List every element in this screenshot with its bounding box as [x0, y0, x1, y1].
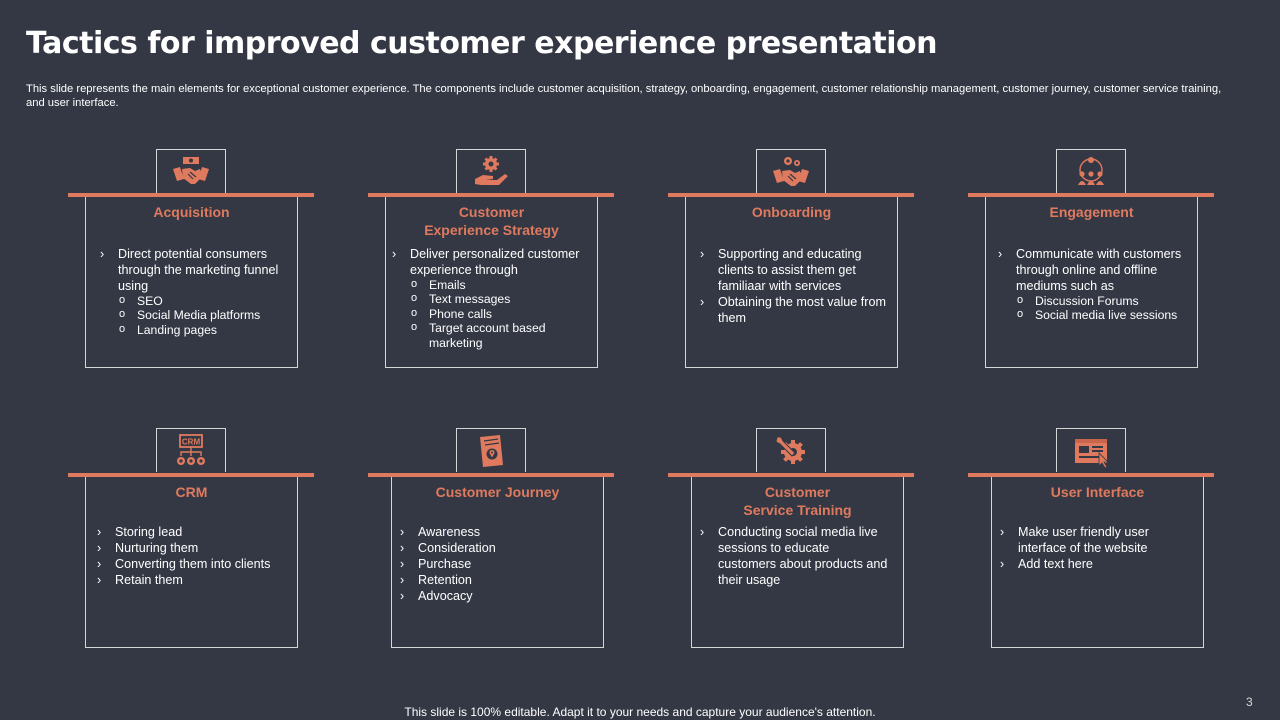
footer-note: This slide is 100% editable. Adapt it to…: [404, 705, 876, 719]
card-heading: CRM: [175, 484, 208, 500]
card-heading: User Interface: [1050, 484, 1145, 500]
sub-list: SEO Social Media platforms Landing pages: [118, 293, 288, 337]
sub-list-item: Target account based marketing: [410, 320, 595, 350]
list-item: Make user friendly user interface of the…: [998, 524, 1190, 556]
list-item: Supporting and educating clients to assi…: [698, 246, 890, 294]
sub-list-item: Social media live sessions: [1016, 307, 1196, 322]
card-panel: User Interface Make user friendly user i…: [991, 477, 1204, 648]
card-panel: Customer Service Training Conducting soc…: [691, 477, 904, 648]
sub-list-item: Phone calls: [410, 306, 595, 321]
list-item: Direct potential consumers through the m…: [98, 246, 288, 337]
card-heading: Customer Service Training: [743, 484, 852, 518]
slide-title: Tactics for improved customer experience…: [26, 26, 938, 61]
list-item: Obtaining the most value from them: [698, 294, 890, 326]
sub-list-item: Text messages: [410, 291, 595, 306]
card-list: Direct potential consumers through the m…: [98, 246, 288, 337]
card-accent-bar: [368, 193, 614, 197]
list-item: Awareness: [398, 524, 598, 540]
card-heading: Customer Experience Strategy: [424, 204, 559, 238]
card-accent-bar: [68, 473, 314, 477]
list-item: Add text here: [998, 556, 1190, 572]
list-item: Converting them into clients: [95, 556, 295, 572]
list-item: Retention: [398, 572, 598, 588]
sub-list-item: SEO: [118, 293, 288, 308]
list-item: Retain them: [95, 572, 295, 588]
list-item-text: Communicate with customers through onlin…: [1016, 247, 1182, 293]
card-panel: CRM Storing lead Nurturing them Converti…: [85, 477, 298, 648]
card-list: Storing lead Nurturing them Converting t…: [95, 524, 295, 588]
gear-hand-icon: [456, 149, 526, 193]
sub-list-item: Discussion Forums: [1016, 293, 1196, 308]
card-list: Conducting social media live sessions to…: [698, 524, 890, 588]
list-item-text: Deliver personalized customer experience…: [410, 247, 580, 277]
crm-icon: CRM: [156, 428, 226, 472]
list-item: Storing lead: [95, 524, 295, 540]
people-network-icon: [1056, 149, 1126, 193]
browser-window-icon: [1056, 428, 1126, 472]
sub-list-item: Social Media platforms: [118, 307, 288, 322]
card-heading: Onboarding: [751, 204, 832, 220]
list-item: Advocacy: [398, 588, 598, 604]
sub-list-item: Landing pages: [118, 322, 288, 337]
card-list: Make user friendly user interface of the…: [998, 524, 1190, 572]
journey-map-icon: [456, 428, 526, 472]
sub-list: Discussion Forums Social media live sess…: [1016, 293, 1196, 323]
wrench-gear-icon: [756, 428, 826, 472]
list-item: Conducting social media live sessions to…: [698, 524, 890, 588]
card-heading: Acquisition: [153, 204, 230, 220]
sub-list-item: Emails: [410, 277, 595, 292]
slide-subtitle: This slide represents the main elements …: [26, 83, 1222, 109]
svg-text:CRM: CRM: [182, 437, 201, 446]
card-list: Supporting and educating clients to assi…: [698, 246, 890, 326]
handshake-gears-icon: [756, 149, 826, 193]
handshake-icon: [156, 149, 226, 193]
card-accent-bar: [968, 193, 1214, 197]
card-heading: Customer Journey: [435, 484, 560, 500]
card-list: Communicate with customers through onlin…: [996, 246, 1196, 323]
list-item: Communicate with customers through onlin…: [996, 246, 1196, 323]
card-accent-bar: [968, 473, 1214, 477]
sub-list: Emails Text messages Phone calls Target …: [410, 277, 595, 350]
list-item: Nurturing them: [95, 540, 295, 556]
card-panel: Customer Experience Strategy Deliver per…: [385, 197, 598, 368]
card-accent-bar: [68, 193, 314, 197]
card-list: Deliver personalized customer experience…: [390, 246, 595, 350]
list-item-text: Direct potential consumers through the m…: [118, 247, 279, 293]
card-accent-bar: [668, 193, 914, 197]
card-panel: Customer Journey Awareness Consideration…: [391, 477, 604, 648]
card-heading: Engagement: [1049, 204, 1134, 220]
card-accent-bar: [368, 473, 614, 477]
card-accent-bar: [668, 473, 914, 477]
card-list: Awareness Consideration Purchase Retenti…: [398, 524, 598, 604]
card-panel: Acquisition Direct potential consumers t…: [85, 197, 298, 368]
list-item: Deliver personalized customer experience…: [390, 246, 595, 350]
page-number: 3: [1246, 695, 1253, 709]
list-item: Consideration: [398, 540, 598, 556]
card-panel: Onboarding Supporting and educating clie…: [685, 197, 898, 368]
card-panel: Engagement Communicate with customers th…: [985, 197, 1198, 368]
list-item: Purchase: [398, 556, 598, 572]
